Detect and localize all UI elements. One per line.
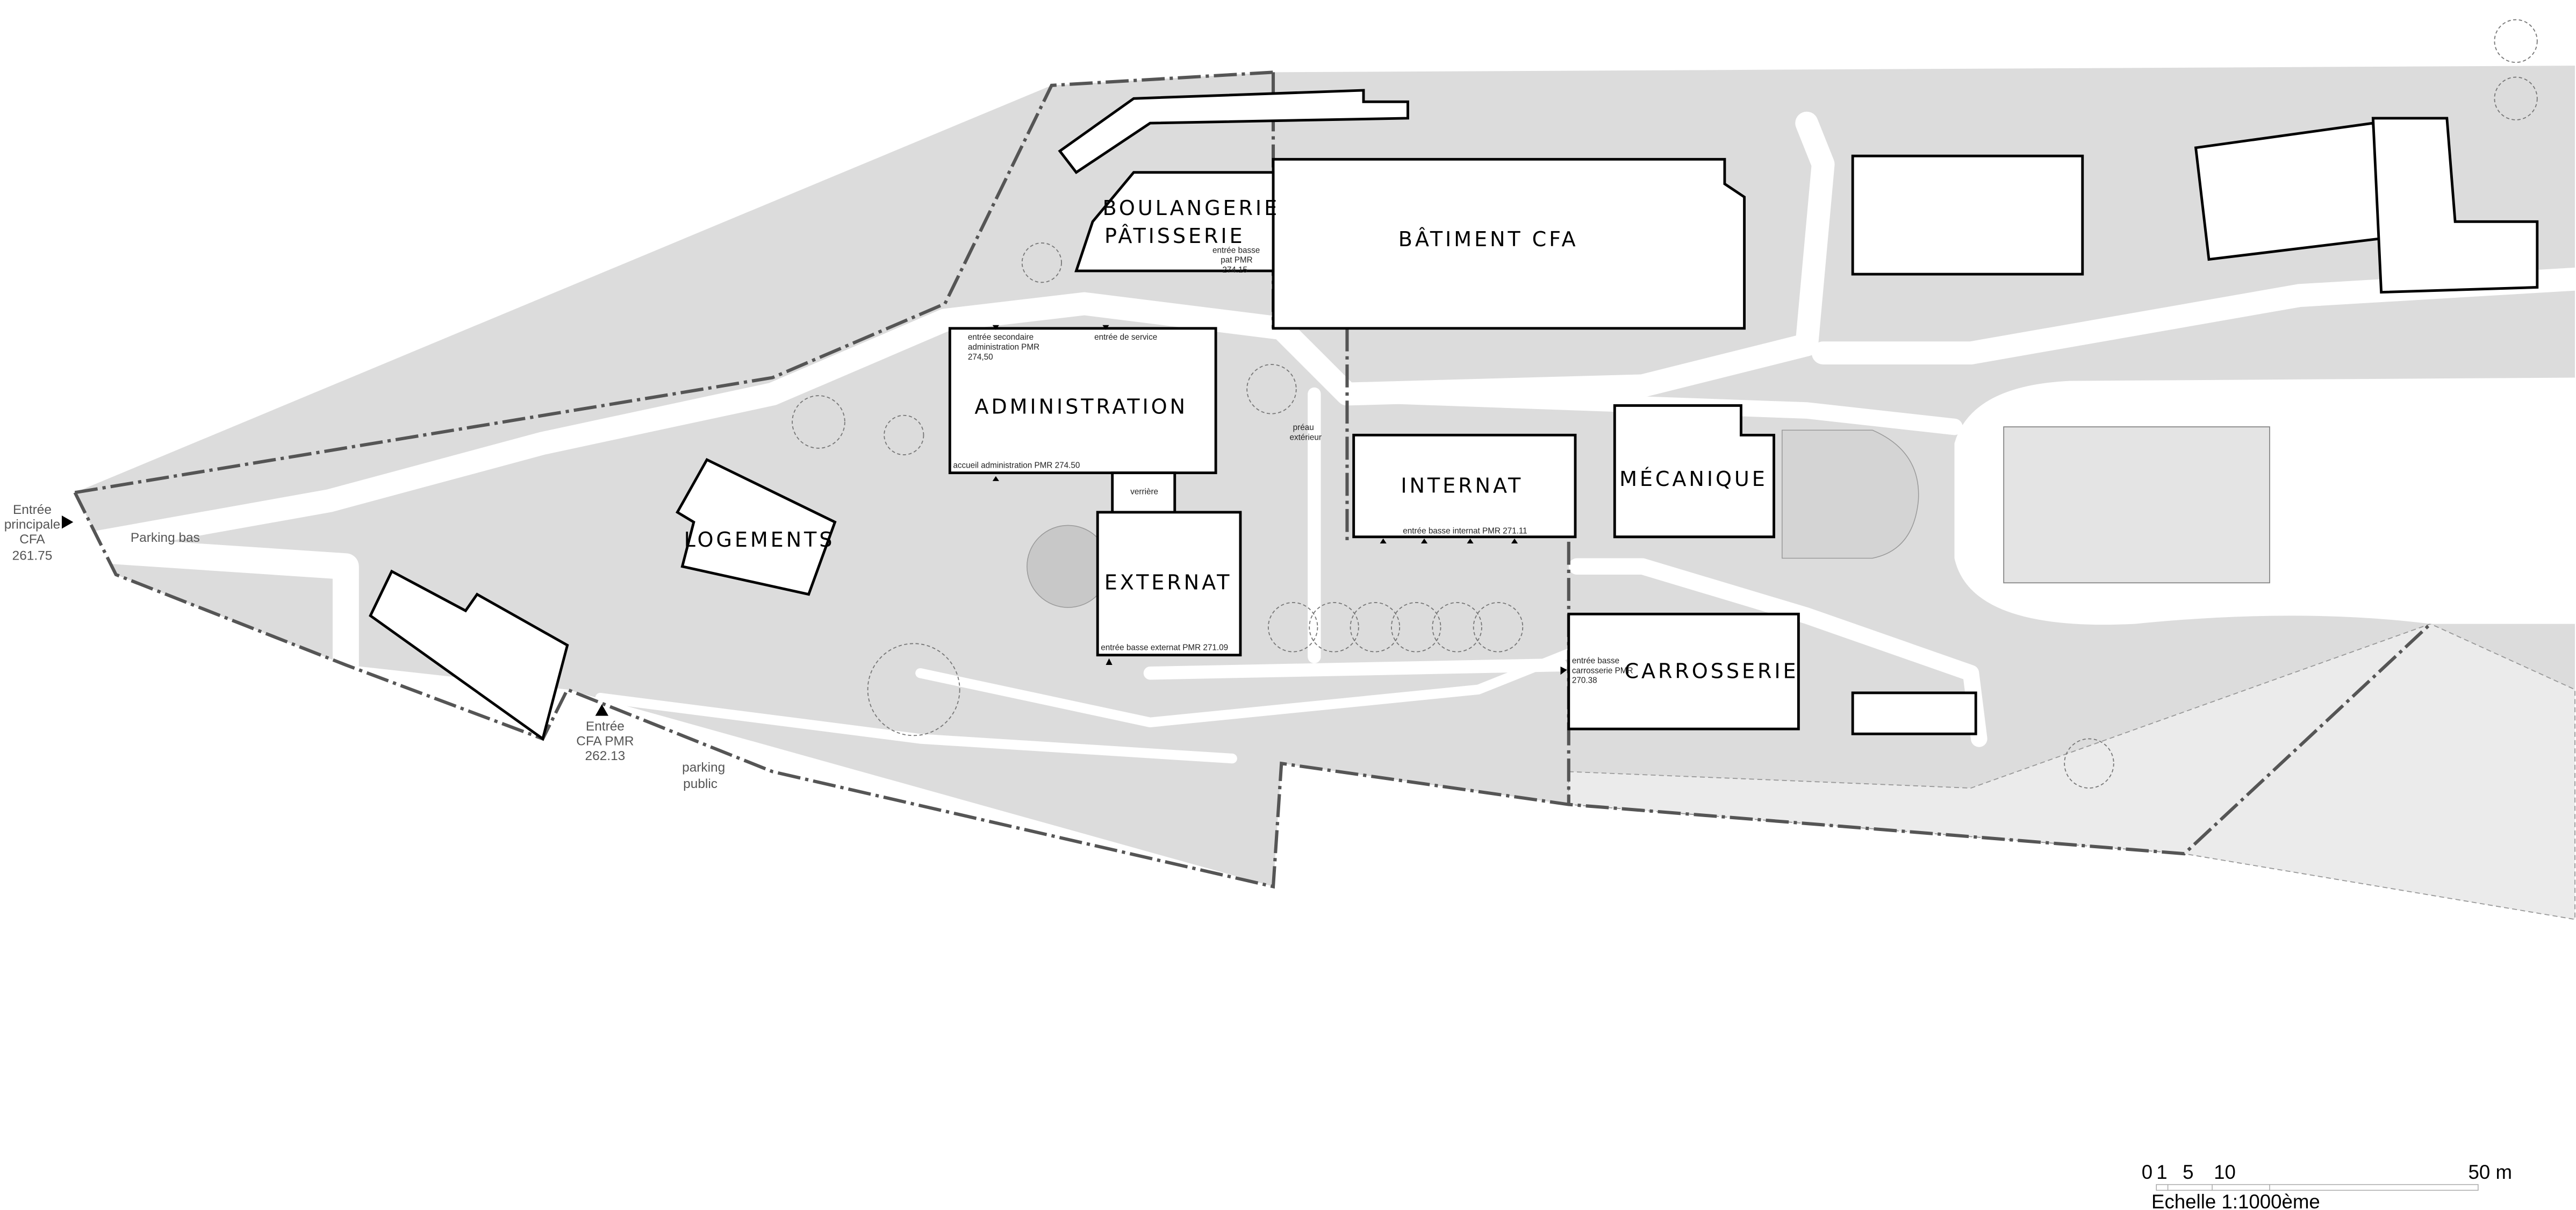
- label-main-entry-1: Entrée: [13, 503, 52, 517]
- trees: [792, 19, 2538, 789]
- building-right-1: [1851, 154, 2084, 276]
- label-preau-2: extérieur: [1290, 433, 1322, 442]
- tree-icon: [1246, 364, 1297, 414]
- entrance-arrow-icon: [595, 704, 609, 716]
- label-admin-secondary-2: administration PMR: [968, 343, 1039, 352]
- building-logements: [676, 457, 837, 596]
- entrance-markers: [61, 325, 1567, 716]
- label-administration: ADMINISTRATION: [974, 396, 1188, 419]
- label-admin-secondary-1: entrée secondaire: [968, 333, 1034, 342]
- label-batiment-cfa: BÂTIMENT CFA: [1398, 226, 1578, 252]
- scale-tick-5: 5: [2183, 1161, 2193, 1183]
- entrance-arrow-icon: [1511, 538, 1518, 543]
- tree-icon: [2064, 738, 2114, 789]
- tree-icon: [1021, 242, 1062, 283]
- label-parking-public-2: public: [683, 777, 717, 791]
- building-small-annex: [1851, 691, 1977, 735]
- lower-right-hatched-area: [1568, 623, 2575, 920]
- tree-icon: [1391, 602, 1441, 653]
- label-externat: EXTERNAT: [1104, 571, 1232, 595]
- label-main-entry-2: principale: [4, 517, 61, 532]
- entrance-arrow-icon: [1420, 538, 1428, 543]
- building-right-2: [2194, 121, 2386, 261]
- label-internat: INTERNAT: [1401, 474, 1523, 498]
- scale-caption: Echelle 1:1000ème: [2151, 1191, 2320, 1210]
- tree-icon: [1267, 602, 1318, 653]
- entrance-arrow-icon: [992, 476, 999, 481]
- label-logements: LOGEMENTS: [684, 528, 835, 552]
- label-carrosserie-entry-3: 270.38: [1572, 676, 1597, 685]
- label-pat-entry-3: 274.15: [1222, 266, 1247, 275]
- label-main-entry-3: CFA: [19, 532, 45, 547]
- entrance-arrow-icon: [1106, 658, 1113, 665]
- label-pmr-entry-3: 262.13: [585, 749, 626, 763]
- label-verriere: verrière: [1130, 487, 1158, 496]
- sports-field: [2003, 426, 2270, 584]
- building-batiment-cfa: [1272, 157, 1746, 330]
- entrance-arrow-icon: [61, 515, 74, 529]
- building-administration: [948, 327, 1217, 475]
- scale-tick-0: 0: [2142, 1161, 2152, 1183]
- entrance-arrow-icon: [992, 325, 999, 330]
- tree-icon: [1432, 602, 1482, 653]
- tree-icon: [1473, 602, 1524, 653]
- building-internat: [1352, 433, 1577, 539]
- entrance-arrow-icon: [1380, 538, 1387, 543]
- entrance-arrow-icon: [1467, 538, 1474, 543]
- label-parking-public-1: parking: [682, 761, 725, 775]
- building-boulangerie: [1074, 171, 1275, 273]
- building-mecanique: [1613, 404, 1776, 539]
- scale-tick-1: 1: [2156, 1161, 2167, 1183]
- label-internat-entry: entrée basse internat PMR 271.11: [1403, 527, 1527, 536]
- buildings: [369, 89, 2539, 741]
- building-externat: [1096, 511, 1242, 657]
- tree-icon: [884, 414, 924, 455]
- entrance-labels: entrée basse pat PMR 274.15 entrée secon…: [61, 246, 1633, 716]
- label-pmr-entry-2: CFA PMR: [576, 734, 634, 749]
- tree-icon: [1309, 602, 1359, 653]
- building-verriere: [1111, 471, 1176, 514]
- label-main-entry-4: 261.75: [12, 549, 53, 563]
- tree-icon: [1350, 602, 1401, 653]
- site-labels: Entrée principale CFA 261.75 Parking bas…: [4, 503, 726, 791]
- tree-icon: [2494, 19, 2538, 63]
- scale-tick-50: 50 m: [2469, 1161, 2512, 1183]
- label-service-entry: entrée de service: [1094, 333, 1157, 342]
- building-carrosserie: [1567, 612, 1800, 731]
- tree-icon: [2494, 76, 2538, 120]
- label-carrosserie: CARROSSERIE: [1625, 660, 1799, 683]
- label-externat-entry: entrée basse externat PMR 271.09: [1101, 643, 1228, 652]
- court-area: [1782, 429, 1919, 559]
- label-carrosserie-entry-1: entrée basse: [1572, 656, 1619, 665]
- building-labels: BÂTIMENT CFA BOULANGERIE PÂTISSERIE ADMI…: [684, 197, 1799, 683]
- entrance-arrow-icon: [1102, 325, 1109, 330]
- label-mecanique: MÉCANIQUE: [1619, 466, 1768, 491]
- entrance-arrow-icon: [1560, 667, 1567, 675]
- label-pat-entry-2: pat PMR: [1221, 256, 1252, 265]
- label-accueil-admin: accueil administration PMR 274.50: [953, 461, 1080, 470]
- label-carrosserie-entry-2: carrosserie PMR: [1572, 666, 1633, 675]
- tree-icon: [792, 395, 845, 449]
- label-pmr-entry-1: Entrée: [586, 719, 625, 734]
- label-boulangerie: BOULANGERIE: [1103, 197, 1280, 220]
- roads: [86, 111, 2576, 764]
- tree-icon: [867, 643, 960, 736]
- building-lower-left: [369, 569, 569, 741]
- building-right-3: [2371, 117, 2539, 294]
- label-pat-entry-1: entrée basse: [1212, 246, 1260, 255]
- scale-tick-10: 10: [2214, 1161, 2236, 1183]
- scale-bar: 0 1 5 10 50 m Echelle 1:1000ème: [2142, 1161, 2512, 1210]
- label-parking-bas: Parking bas: [131, 531, 200, 545]
- building-top-left: [1058, 89, 1409, 174]
- label-preau-1: préau: [1293, 423, 1314, 432]
- label-patisserie: PÂTISSERIE: [1104, 223, 1245, 248]
- label-admin-secondary-3: 274,50: [968, 353, 993, 362]
